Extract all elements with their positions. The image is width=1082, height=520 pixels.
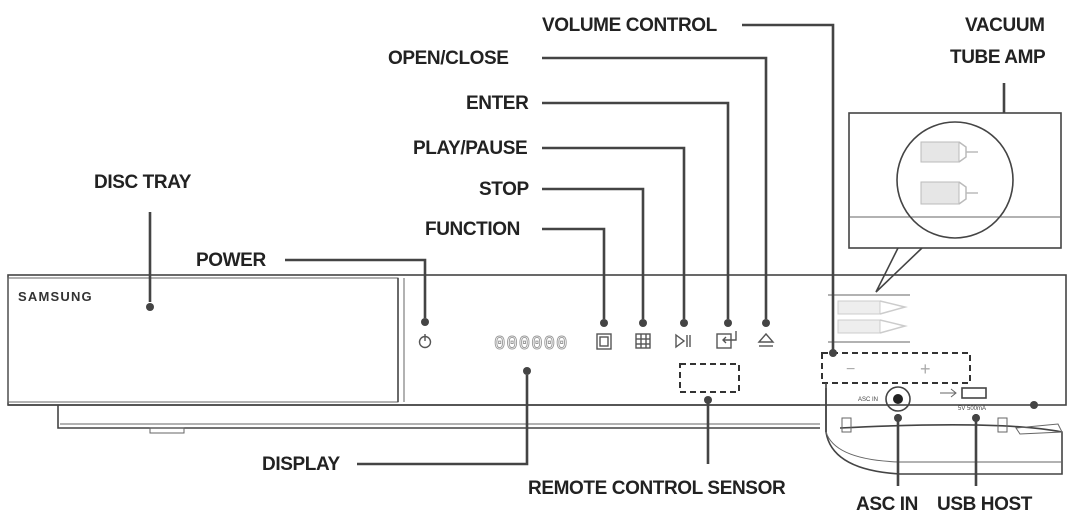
leader-power [285,258,427,318]
port-flap-lip [825,431,1062,463]
label-vacuum-line2: TUBE AMP [950,47,1046,68]
asc-in-port[interactable] [885,386,911,412]
tube-window [828,294,910,343]
rear-screw [1030,401,1038,409]
volume-dot [829,349,837,357]
flap-hinge-l [841,417,852,433]
magnifier-pointer [875,247,923,293]
tube-2-tip [958,181,978,205]
magnifier-box [848,112,1062,249]
device-base [57,405,820,429]
asc-in-jack-outer [885,386,911,412]
label-remote-sensor: REMOTE CONTROL SENSOR [528,478,786,499]
leader-volume [742,23,835,353]
device-body: SAMSUNG [7,274,1067,434]
leader-enter [542,101,730,319]
label-asc-in: ASC IN [856,494,918,515]
leader-function [542,227,606,319]
magnifier-lens [896,121,1014,239]
label-power: POWER [196,250,266,271]
remote-dot [704,396,712,404]
flap-latch [1015,423,1063,435]
asc-in-jack-inner [893,394,903,404]
volume-plus[interactable]: + [920,359,931,379]
volume-control-area[interactable] [821,352,971,384]
asc-in-small-label: ASC IN [858,397,878,403]
leader-play-pause [542,146,686,319]
label-function: FUNCTION [425,219,520,240]
stop-dot [639,319,647,327]
display-readout: 000000 [494,333,568,355]
function-icon [596,333,612,350]
remote-sensor-area [679,363,740,393]
usb-icon [940,388,957,398]
usb-host-port[interactable] [940,387,987,399]
flap-hinge-r [997,417,1008,433]
label-volume-control: VOLUME CONTROL [542,15,718,36]
tube-window-outline [828,294,910,343]
label-disc-tray: DISC TRAY [94,172,192,193]
play-pause-button[interactable] [675,333,691,349]
asc-in-dot [894,414,902,422]
tube-2 [920,181,978,205]
power-button[interactable] [418,334,432,349]
tube-1-body [920,141,960,163]
label-open-close: OPEN/CLOSE [388,48,509,69]
disc-tray-dot [146,303,154,311]
leader-open-close [542,56,768,319]
label-usb-host: USB HOST [937,494,1033,515]
stop-button[interactable] [635,333,651,349]
tube-ghost-tips [879,300,908,334]
play-pause-icon [675,333,686,349]
enter-dot [724,319,732,327]
usb-small-label: 5V 500mA [958,406,986,412]
leader-lines [148,23,1006,486]
tube-ghost-2 [837,319,881,334]
enter-icon [716,333,732,349]
power-dot [421,318,429,326]
tube-1 [920,141,978,163]
play-pause-dot [680,319,688,327]
function-dot [600,319,608,327]
label-vacuum-line1: VACUUM [965,15,1045,36]
usb-dot [972,414,980,422]
tube-ghost-1 [837,300,881,315]
stop-icon [635,333,651,349]
enter-button[interactable] [716,331,737,349]
open-close-dot [762,319,770,327]
device-foot [149,427,185,434]
tube-2-body [920,181,960,205]
eject-icon [757,332,775,343]
callout-labels: DISC TRAY POWER FUNCTION STOP PLAY/PAUSE… [94,15,1046,515]
label-enter: ENTER [466,93,529,114]
brand-logo: SAMSUNG [18,289,93,304]
leader-stop [542,187,645,319]
usb-port [961,387,987,399]
function-button[interactable] [596,333,612,350]
enter-icon-arrow [722,331,737,344]
tube-1-tip [958,141,978,163]
label-stop: STOP [479,179,530,200]
open-close-button[interactable] [757,332,775,347]
function-icon-inner [599,336,609,347]
display-dot [523,367,531,375]
leader-display [357,375,529,466]
volume-minus[interactable]: − [846,361,855,378]
tube-magnifier [848,112,1062,293]
label-display: DISPLAY [262,454,341,475]
label-play-pause: PLAY/PAUSE [413,138,527,159]
